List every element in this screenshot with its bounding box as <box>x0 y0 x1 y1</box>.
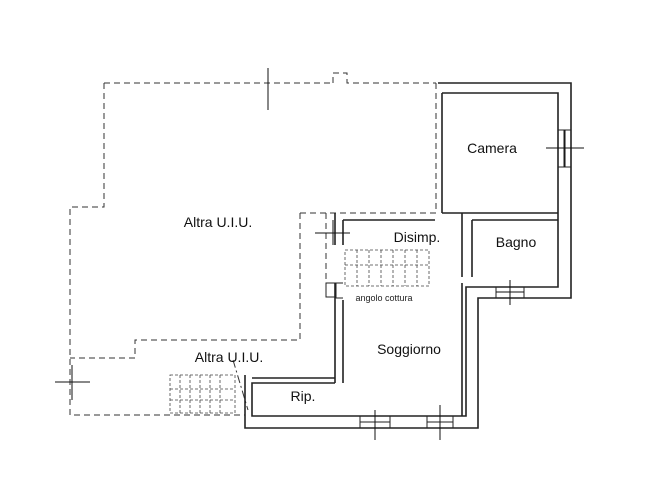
neighbour-stairs <box>169 374 236 414</box>
room-label-altra-uiu-top: Altra U.I.U. <box>184 214 252 230</box>
room-label-disimp: Disimp. <box>394 229 441 245</box>
room-label-camera: Camera <box>467 140 517 156</box>
room-label-bagno: Bagno <box>496 234 537 250</box>
kitchen-counter <box>325 249 430 298</box>
apartment-walls <box>244 82 572 429</box>
room-label-soggiorno: Soggiorno <box>377 341 441 357</box>
room-label-angolo-cottura: angolo cottura <box>355 293 412 303</box>
room-label-altra-uiu-bottom: Altra U.I.U. <box>195 349 263 365</box>
room-label-rip: Rip. <box>291 388 316 404</box>
reference-marks <box>55 68 584 440</box>
